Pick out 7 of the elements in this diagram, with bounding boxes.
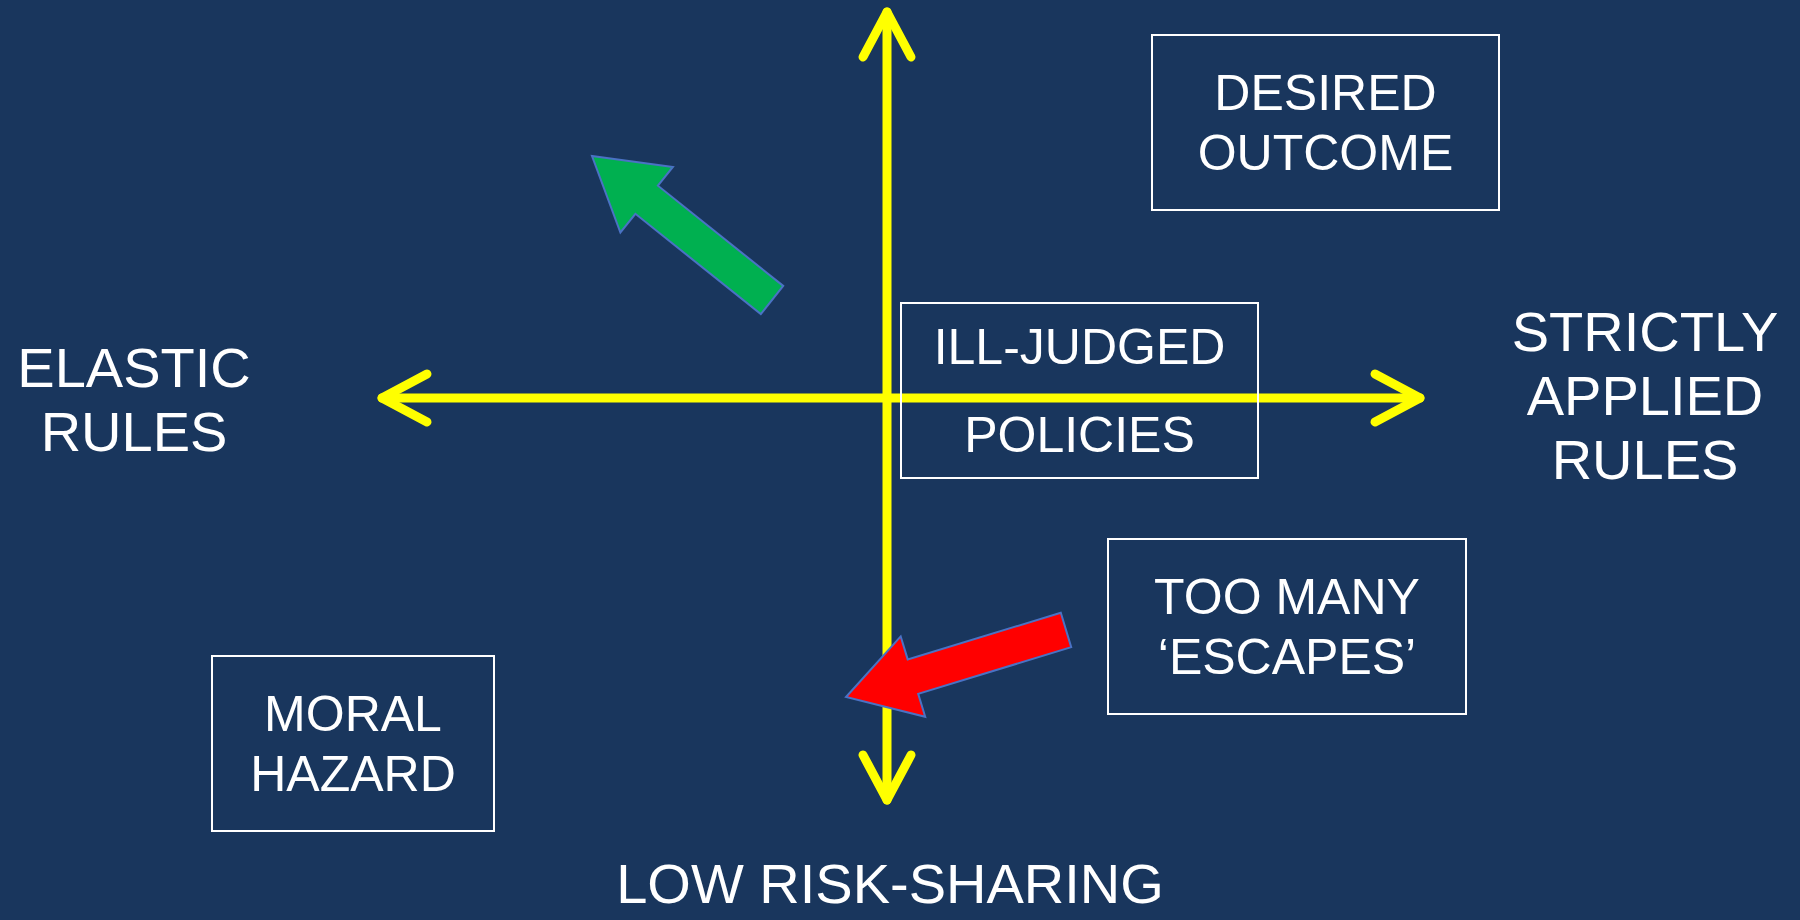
axis-label: LOW RISK-SHARING — [615, 852, 1165, 916]
text-box: DESIRED OUTCOME — [1151, 34, 1500, 211]
text-box: MORAL HAZARD — [211, 655, 495, 832]
axis-label: ELASTIC RULES — [16, 336, 252, 464]
text-box: TOO MANY ‘ESCAPES’ — [1107, 538, 1467, 715]
axis-label: STRICTLY APPLIED RULES — [1510, 300, 1780, 492]
text-box: ILL-JUDGED POLICIES — [900, 302, 1259, 479]
